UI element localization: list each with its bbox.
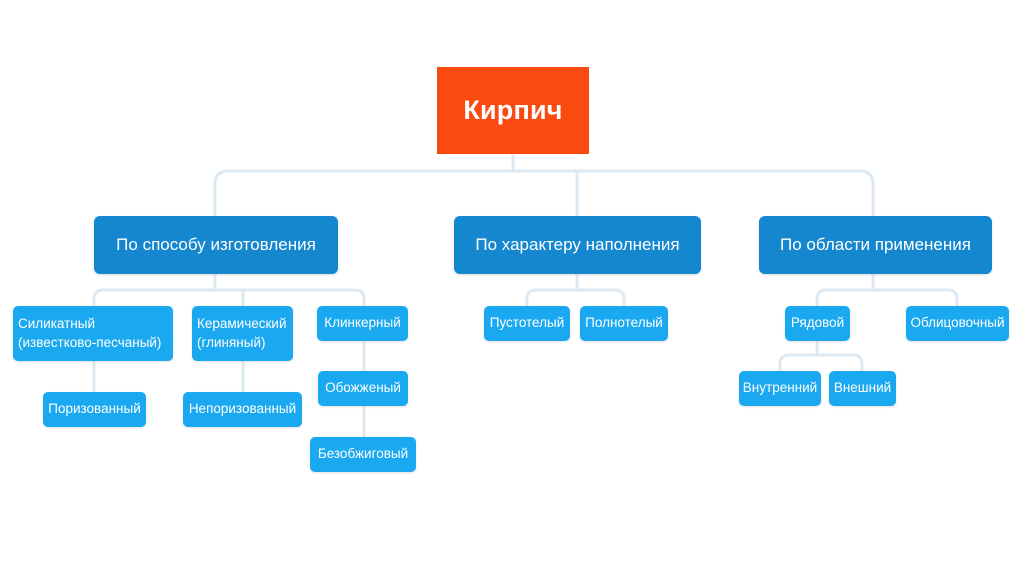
node-ceramic: Керамический (глиняный) (192, 306, 293, 361)
connector-filling (525, 272, 626, 308)
node-fired: Обожженый (318, 371, 408, 406)
node-clinker: Клинкерный (317, 306, 408, 341)
category-filling: По характеру наполнения (454, 216, 701, 274)
connector-application (815, 272, 959, 308)
category-application: По области применения (759, 216, 992, 274)
node-facing: Облицовочный (906, 306, 1009, 341)
root-node: Кирпич (437, 67, 589, 154)
node-unfired: Безобжиговый (310, 437, 416, 472)
node-ordinary: Рядовой (785, 306, 850, 341)
node-nonporous: Непоризованный (183, 392, 302, 427)
node-external: Внешний (829, 371, 896, 406)
connector-root (213, 152, 875, 218)
category-manufacturing: По способу изготовления (94, 216, 338, 274)
node-porous: Поризованный (43, 392, 146, 427)
node-silicate: Силикатный (известково-песчаный) (13, 306, 173, 361)
connector-ordinary (778, 339, 864, 373)
node-solid: Полнотелый (580, 306, 668, 341)
connector-manufacturing (92, 272, 366, 308)
node-internal: Внутренний (739, 371, 821, 406)
node-hollow: Пустотелый (484, 306, 570, 341)
